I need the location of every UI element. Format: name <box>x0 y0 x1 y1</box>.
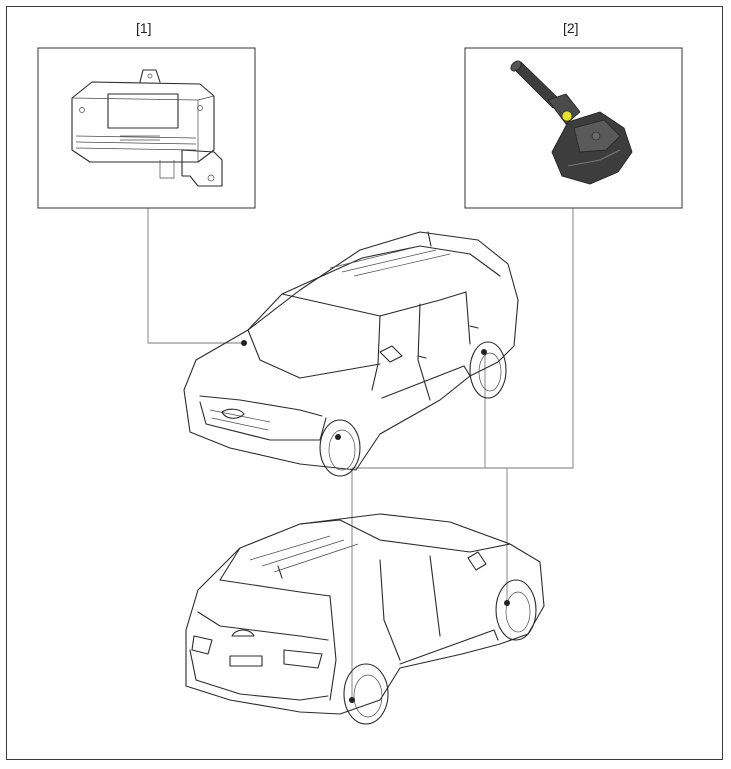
part-1-box <box>37 47 256 209</box>
tpms-receiver-module-icon <box>71 69 223 187</box>
marker-front-left-wheel <box>335 434 341 440</box>
marker-rear-right-wheel <box>504 600 510 606</box>
leader-line-2-front-left <box>351 208 574 700</box>
callout-2: [2] <box>563 20 579 36</box>
marker-receiver <box>241 340 247 346</box>
marker-rear-left-wheel <box>349 697 355 703</box>
leader-line-1 <box>147 208 244 344</box>
tire-pressure-sensor-valve-icon <box>510 60 633 185</box>
leader-lines <box>147 208 574 700</box>
diagram-frame <box>6 6 723 760</box>
part-2-box <box>464 47 683 209</box>
vehicle-rear-view <box>185 513 545 725</box>
marker-front-right-wheel <box>481 349 487 355</box>
vehicle-front-view <box>183 231 519 477</box>
callout-1: [1] <box>136 20 152 36</box>
